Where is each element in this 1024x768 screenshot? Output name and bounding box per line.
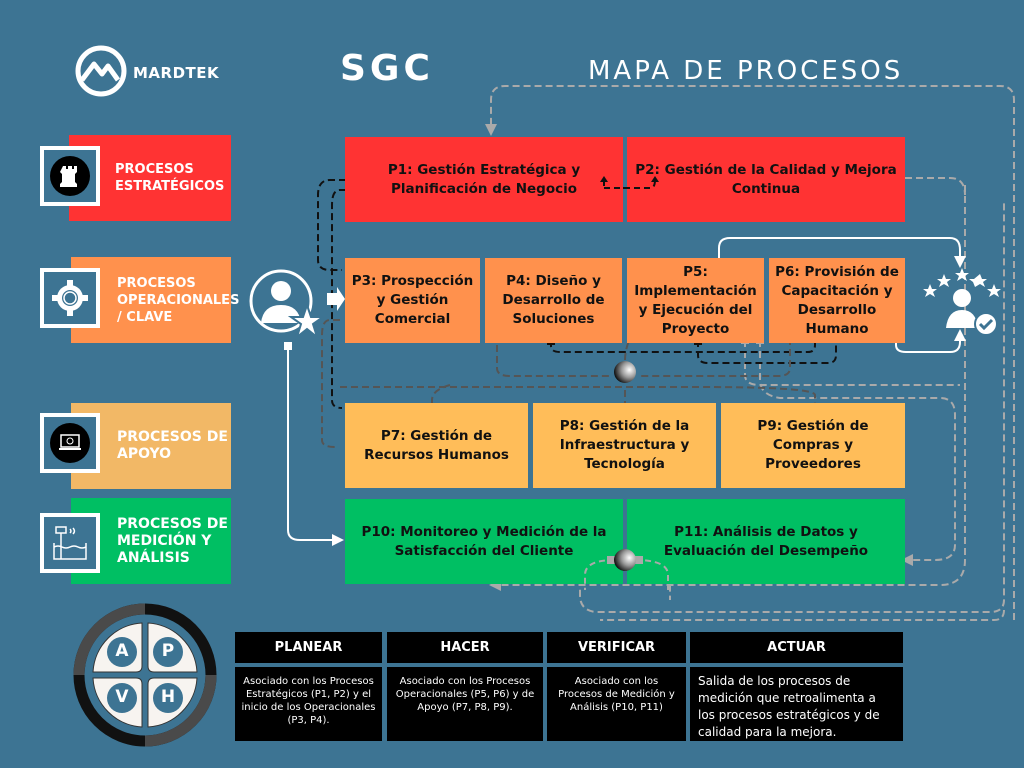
process-p8[interactable]: P8: Gestión de la Infraestructura y Tecn… (533, 403, 716, 488)
chess-rook-icon (60, 166, 77, 187)
process-p4[interactable]: P4: Diseño y Desarrollo de Soluciones (485, 258, 622, 343)
category-icon-frame (40, 268, 100, 328)
process-p11[interactable]: P11: Análisis de Datos y Evaluación del … (627, 499, 905, 584)
process-p1[interactable]: P1: Gestión Estratégica y Planificación … (345, 137, 623, 222)
satisfied-customer-icon (923, 268, 1001, 336)
brand-logo (74, 44, 128, 102)
pdca-body-verificar: Asociado con los Procesos de Medición y … (547, 667, 686, 741)
laptop-support-icon (59, 434, 81, 450)
category-icon-frame (40, 146, 100, 206)
process-label: P7: Gestión de Recursos Humanos (364, 427, 509, 463)
pdca-body-actuar: Salida de los procesos de medición que r… (690, 667, 903, 741)
pdca-body-planear: Asociado con los Procesos Estratégicos (… (235, 667, 382, 741)
category-icon-frame (40, 513, 100, 573)
pdca-letter-p: P (161, 641, 175, 661)
process-label: P5: Implementación y Ejecución del Proye… (634, 263, 757, 337)
system-title: SGC (340, 48, 434, 89)
process-p5[interactable]: P5: Implementación y Ejecución del Proye… (627, 258, 764, 343)
brand-name: MARDTEK (133, 64, 220, 82)
process-label: P1: Gestión Estratégica y Planificación … (387, 161, 581, 197)
pdca-header-actuar: ACTUAR (690, 632, 903, 663)
customer-star-icon (249, 269, 345, 340)
process-label: P3: Prospección y Gestión Comercial (351, 273, 474, 327)
category-label: PROCESOS DE APOYO (117, 429, 228, 462)
process-label: P10: Monitoreo y Medición de la Satisfac… (361, 523, 607, 559)
process-p7[interactable]: P7: Gestión de Recursos Humanos (345, 403, 528, 488)
category-label: PROCESOS DE MEDICIÓN Y ANÁLISIS (117, 515, 228, 566)
customer-input (245, 265, 345, 349)
process-label: P2: Gestión de la Calidad y Mejora Conti… (635, 161, 897, 197)
pdca-wheel (72, 602, 218, 752)
process-label: P8: Gestión de la Infraestructura y Tecn… (559, 418, 690, 472)
process-label: P4: Diseño y Desarrollo de Soluciones (502, 273, 605, 327)
process-p2[interactable]: P2: Gestión de la Calidad y Mejora Conti… (627, 137, 905, 222)
category-label: PROCESOS OPERACIONALES / CLAVE (117, 275, 240, 325)
pdca-body-hacer: Asociado con los Procesos Operacionales … (387, 667, 543, 741)
gear-cycle-icon (52, 280, 88, 316)
pdca-header-verificar: VERIFICAR (547, 632, 686, 663)
process-p3[interactable]: P3: Prospección y Gestión Comercial (345, 258, 480, 343)
pdca-letter-h: H (160, 687, 176, 707)
pdca-letter-v: V (115, 687, 129, 707)
process-label: P9: Gestión de Compras y Proveedores (757, 418, 869, 472)
process-label: P11: Análisis de Datos y Evaluación del … (663, 523, 869, 559)
customer-output (922, 266, 1006, 342)
process-p10[interactable]: P10: Monitoreo y Medición de la Satisfac… (345, 499, 623, 584)
process-label: P6: Provisión de Capacitación y Desarrol… (775, 263, 899, 337)
level-sensor-icon (53, 526, 87, 560)
page-title: MAPA DE PROCESOS (588, 56, 904, 86)
process-p9[interactable]: P9: Gestión de Compras y Proveedores (721, 403, 905, 488)
pdca-letter-a: A (115, 641, 129, 661)
pdca-header-planear: PLANEAR (235, 632, 382, 663)
mountain-logo-icon (75, 45, 127, 97)
process-p6[interactable]: P6: Provisión de Capacitación y Desarrol… (769, 258, 905, 343)
pdca-header-hacer: HACER (387, 632, 543, 663)
category-icon-frame (40, 413, 100, 473)
category-label: PROCESOS ESTRATÉGICOS (115, 162, 225, 194)
